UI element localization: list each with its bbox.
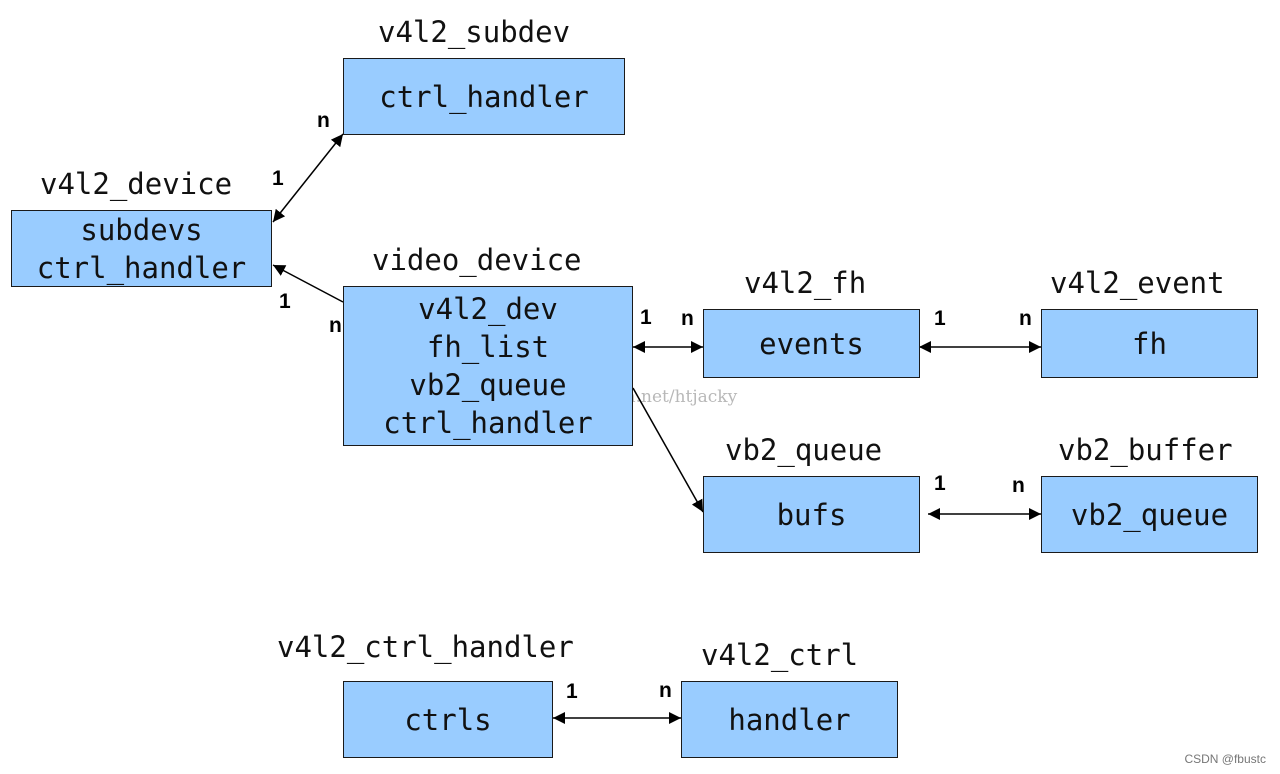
video-device-title: video_device [372, 243, 582, 277]
v4l2-ctrl-handler-box: ctrls [343, 681, 553, 758]
field-fh: fh [1132, 326, 1167, 361]
v4l2-ctrl-box: handler [681, 681, 898, 758]
v4l2-subdev-title: v4l2_subdev [378, 15, 571, 49]
field-ctrl-handler: ctrl_handler [383, 406, 593, 440]
cardinality-label: n [1019, 307, 1032, 330]
v4l2-fh-title: v4l2_fh [744, 266, 867, 300]
field-bufs: bufs [776, 497, 847, 532]
v4l2-device-title: v4l2_device [40, 167, 233, 201]
cardinality-label: n [1012, 474, 1025, 497]
cardinality-label: 1 [279, 290, 291, 313]
field-handler: handler [728, 702, 851, 737]
arrow-device-subdev [272, 133, 344, 223]
v4l2-fh-box: events [703, 309, 920, 378]
field-ctrl-handler: ctrl_handler [379, 79, 589, 114]
cardinality-label: 1 [934, 472, 946, 495]
cardinality-label: n [317, 109, 330, 132]
field-v4l2-dev: v4l2_dev [418, 292, 558, 326]
field-vb2-queue: vb2_queue [409, 368, 567, 402]
field-ctrl-handler: ctrl_handler [36, 250, 247, 285]
v4l2-ctrl-handler-title: v4l2_ctrl_handler [277, 630, 574, 664]
cardinality-label: n [659, 679, 672, 702]
source-credit: CSDN @fbustc [1184, 752, 1266, 766]
cardinality-label: n [329, 314, 342, 337]
v4l2-event-title: v4l2_event [1050, 266, 1225, 300]
vb2-queue-box: bufs [703, 476, 920, 553]
field-ctrls: ctrls [404, 702, 492, 737]
arrow-video-to-device [272, 264, 344, 303]
field-vb2-queue: vb2_queue [1070, 497, 1229, 532]
vb2-buffer-box: vb2_queue [1041, 476, 1258, 553]
field-fh-list: fh_list [426, 330, 550, 364]
cardinality-label: n [681, 307, 694, 330]
vb2-buffer-title: vb2_buffer [1058, 433, 1233, 467]
cardinality-label: 1 [640, 306, 652, 329]
v4l2-device-box: subdevs ctrl_handler [11, 210, 272, 287]
field-subdevs: subdevs [80, 212, 203, 247]
video-device-box: v4l2_dev fh_list vb2_queue ctrl_handler [343, 286, 633, 446]
cardinality-label: 1 [566, 680, 578, 703]
field-events: events [759, 326, 864, 361]
arrow-video-to-queue [632, 387, 704, 513]
cardinality-label: 1 [934, 307, 946, 330]
v4l2-subdev-box: ctrl_handler [343, 58, 625, 135]
vb2-queue-title: vb2_queue [725, 433, 883, 467]
v4l2-ctrl-title: v4l2_ctrl [701, 638, 859, 672]
cardinality-label: 1 [272, 167, 284, 190]
v4l2-event-box: fh [1041, 309, 1258, 378]
